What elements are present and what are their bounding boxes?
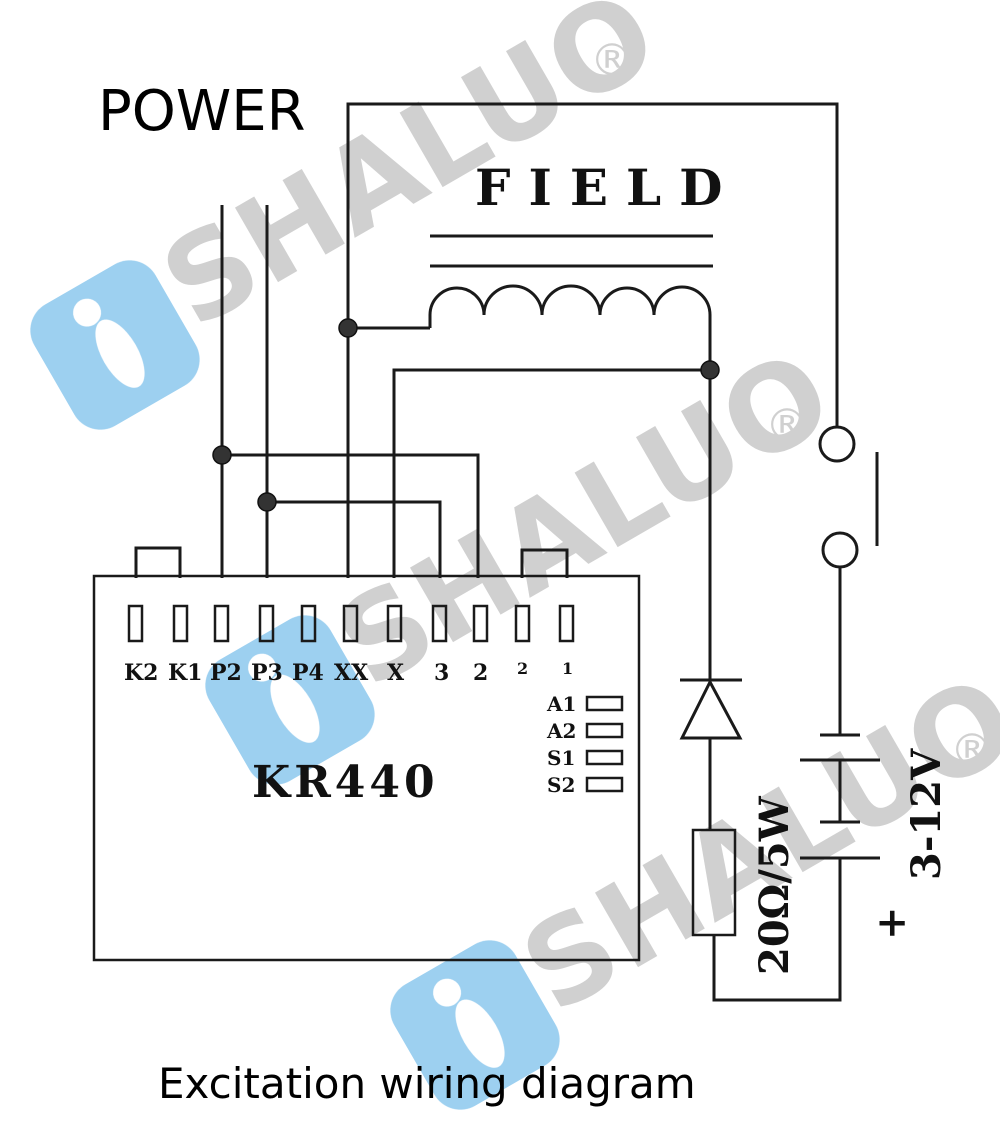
adjuster-slot [585, 722, 624, 739]
watermark-registered-mark: ® [950, 725, 994, 776]
adjuster-slot [585, 749, 624, 766]
terminal-label-2: 2 [473, 660, 488, 686]
terminal-slot [431, 604, 448, 643]
terminal-strip [127, 604, 575, 643]
module-label: KR440 [252, 757, 439, 808]
terminal-slot [514, 604, 531, 643]
terminal-slot [300, 604, 317, 643]
watermark-brand-text: SHALUO [315, 324, 854, 715]
terminal-slot [213, 604, 230, 643]
power-label: POWER [98, 79, 306, 144]
battery-symbol [800, 733, 880, 860]
resistor-symbol [691, 828, 737, 937]
adjuster-label-s2: S2 [547, 773, 575, 797]
adjuster-label-s1: S1 [547, 746, 575, 770]
terminal-slot [342, 604, 359, 643]
junction-dot [257, 492, 277, 512]
adjuster-slot [585, 695, 624, 712]
terminal-label-3: 3 [434, 660, 449, 686]
junction-dot [700, 360, 720, 380]
terminal-label-p4: P4 [292, 660, 324, 686]
terminal-label-p2: P2 [210, 660, 242, 686]
field-winding [428, 234, 713, 368]
terminal-label-2-small: 2 [517, 659, 528, 678]
watermark-registered-mark: ® [765, 400, 809, 451]
watermark-middle: SHALUO ® [205, 324, 854, 785]
terminal-label-xx: XX [334, 660, 369, 686]
terminal-slot [127, 604, 144, 643]
terminal-slot [386, 604, 403, 643]
kr440-module [92, 574, 641, 962]
caption: Excitation wiring diagram [158, 1059, 696, 1108]
junction-dot [338, 318, 358, 338]
adjuster-label-a1: A1 [546, 692, 576, 716]
terminal-slot [472, 604, 489, 643]
terminal-label-p3: P3 [251, 660, 283, 686]
terminal-label-k1: K1 [168, 660, 202, 686]
terminal-label-k2: K2 [124, 660, 158, 686]
resistor-label: 20Ω/5W [751, 795, 798, 975]
terminal-slot [258, 604, 275, 643]
terminal-labels: K2 K1 P2 P3 P4 XX X 3 2 2 1 [124, 659, 573, 686]
terminal-slot [558, 604, 575, 643]
wiring [134, 102, 842, 1002]
adjuster-block: A1 A2 S1 S2 [546, 692, 624, 797]
switch-symbol [818, 425, 879, 569]
terminal-label-x: X [387, 660, 405, 686]
adjuster-slot [585, 776, 624, 793]
battery-plus-label: + [868, 906, 915, 940]
watermark-registered-mark: ® [590, 35, 634, 86]
field-label: FIELD [475, 158, 741, 217]
terminal-slot [172, 604, 189, 643]
battery-voltage-label: 3-12V [903, 748, 950, 880]
adjuster-label-a2: A2 [546, 719, 576, 743]
junction-dot [212, 445, 232, 465]
terminal-label-1-small: 1 [562, 659, 573, 678]
diode-symbol [679, 678, 743, 740]
